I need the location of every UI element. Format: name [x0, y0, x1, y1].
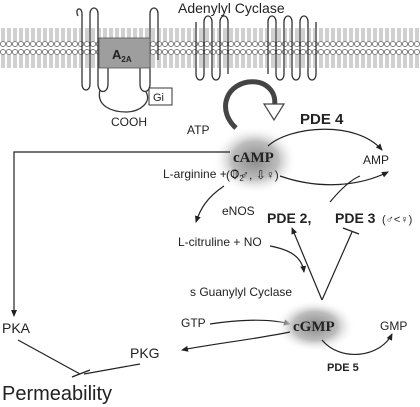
cgmp-to-gmp-arrow — [321, 333, 393, 355]
cgmp-label: cGMP — [293, 319, 335, 335]
pde3-label: PDE 3 — [335, 210, 376, 226]
camp-label: cAMP — [233, 150, 274, 166]
cgmp-to-pde2-arrow — [291, 227, 323, 301]
pka-label: PKA — [2, 320, 31, 336]
pde4-lower-arc — [279, 171, 389, 186]
l-citrulline-label: L-citruline + NO — [178, 235, 262, 249]
no-to-guanylyl-arrow — [269, 245, 307, 273]
a2a-receptor-box — [98, 37, 151, 69]
pde3-inhibition-bar — [342, 227, 360, 235]
atp-conversion-arrowhead — [262, 103, 286, 122]
pkg-label: PKG — [130, 345, 160, 361]
pde5-label: PDE 5 — [327, 362, 359, 374]
pde3-sex-effect: (♂<♀) — [382, 214, 412, 226]
pde2-pde3-to-camp-arrow — [329, 175, 361, 203]
l-arginine-label: L-arginine + O2 — [163, 167, 244, 183]
camp-sex-effects: (⇩♂, ⇩♀) — [226, 168, 279, 182]
pde4-label: PDE 4 — [300, 111, 344, 128]
pka-inhibits-permeability — [17, 339, 81, 375]
permeability-label: Permeability — [2, 383, 112, 405]
gtp-label: GTP — [181, 316, 206, 330]
cooh-label: COOH — [111, 115, 147, 129]
gi-protein-box — [148, 87, 173, 106]
cell-membrane — [0, 24, 420, 72]
cgmp-to-pkg-arrow — [181, 331, 291, 352]
gmp-label: GMP — [380, 319, 407, 333]
cgmp-inhibits-pde3 — [321, 231, 353, 301]
pde2-label: PDE 2, — [267, 210, 311, 226]
amp-label: AMP — [363, 153, 389, 167]
adenylyl-cyclase-loops — [195, 15, 317, 81]
camp-glow — [213, 126, 297, 194]
enos-label: eNOS — [222, 204, 255, 218]
a2a-receptor-label: A2A — [112, 47, 132, 64]
pde4-arc — [267, 128, 383, 151]
atp-conversion-arrow — [223, 79, 278, 130]
a2a-receptor-tail — [98, 89, 149, 113]
s-guanylyl-cyclase-label: s Guanylyl Cyclase — [190, 285, 292, 299]
pkg-inhibits-permeability — [83, 363, 141, 375]
gi-label: Gi — [153, 92, 164, 104]
atp-label: ATP — [187, 123, 209, 137]
adenylyl-cyclase-label: Adenylyl Cyclase — [178, 0, 285, 16]
camp-to-pka-line — [11, 151, 230, 317]
cgmp-glow — [275, 300, 355, 352]
l-arginine-to-l-citrulline — [195, 185, 225, 223]
permeability-inhibition-bar — [71, 369, 91, 378]
